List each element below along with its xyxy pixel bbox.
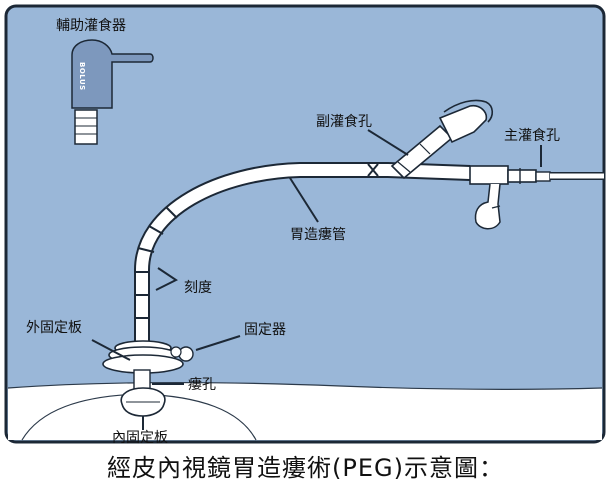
gastrostomy-tube — [136, 164, 471, 343]
bolus-text: BOLUS — [78, 62, 86, 91]
connector-body — [469, 165, 551, 230]
body-skin — [8, 382, 602, 440]
label-fixator: 固定器 — [244, 322, 286, 338]
bolus-feeder-icon: BOLUS — [71, 39, 154, 145]
fixator-icon — [102, 340, 194, 374]
inner-bumper-icon — [120, 387, 166, 417]
label-tube: 胃造瘻管 — [290, 226, 346, 243]
label-outer-bumper: 外固定板 — [26, 320, 82, 336]
tube-scale-marks — [134, 206, 178, 319]
pointer-lines — [91, 129, 409, 430]
label-side-port: 副灌食孔 — [316, 113, 372, 130]
side-port-icon — [390, 99, 494, 180]
label-bolus-feeder: 輔助灌食器 — [56, 17, 126, 34]
label-main-port: 主灌食孔 — [504, 127, 560, 144]
label-markings: 刻度 — [184, 280, 212, 296]
diagram-caption: 經皮內視鏡胃造瘻術(PEG)示意圖： — [107, 454, 504, 482]
label-inner-bumper: 內固定板 — [112, 430, 168, 446]
skin-line — [7, 381, 603, 390]
label-stoma: 瘻孔 — [188, 376, 216, 393]
y-junction — [367, 163, 379, 177]
